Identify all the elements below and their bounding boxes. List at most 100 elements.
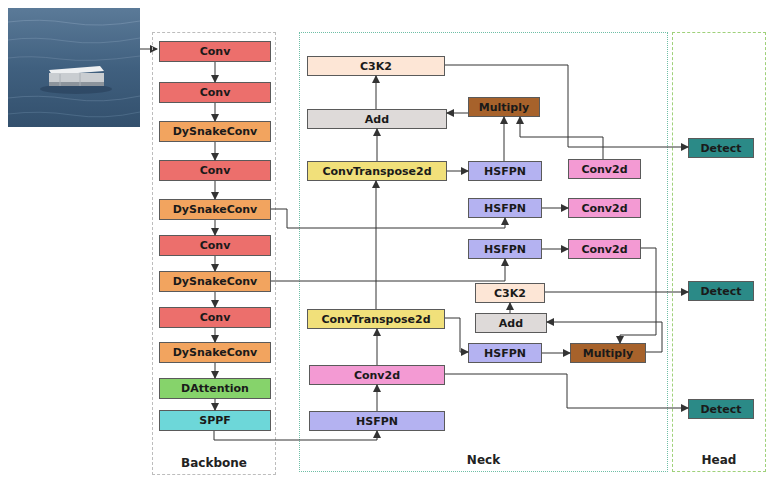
- block-label: ConvTranspose2d: [321, 314, 430, 325]
- connector-arrow: [377, 385, 378, 411]
- block-label: DAttention: [181, 383, 249, 394]
- connector-arrow: [504, 117, 505, 161]
- block-label: Multiply: [479, 102, 529, 113]
- block-label: Conv2d: [354, 370, 400, 381]
- block-label: Multiply: [583, 348, 633, 359]
- connector-arrow: [447, 113, 468, 114]
- stage-label: Backbone: [153, 456, 275, 470]
- convtranspose-block: ConvTranspose2d: [307, 161, 447, 181]
- c3k2-block: C3K2: [475, 283, 545, 303]
- hsfpn-block: HSFPN: [468, 161, 542, 181]
- block-label: DySnakeConv: [173, 204, 258, 215]
- block-label: Conv: [200, 312, 231, 323]
- conv-block: Conv: [159, 82, 271, 103]
- detect-block: Detect: [688, 138, 754, 158]
- multiply-block: Multiply: [468, 97, 540, 117]
- connector-arrow: [542, 208, 568, 209]
- block-label: HSFPN: [484, 244, 526, 255]
- block-label: DySnakeConv: [173, 276, 258, 287]
- block-label: SPPF: [199, 415, 231, 426]
- block-label: ConvTranspose2d: [322, 166, 431, 177]
- dysnakeconv-block: DySnakeConv: [159, 199, 271, 220]
- dysnakeconv-block: DySnakeConv: [159, 271, 271, 292]
- block-label: Conv2d: [581, 244, 627, 255]
- connector-arrow: [547, 322, 662, 352]
- connector-arrow: [520, 117, 603, 159]
- connector-arrow: [214, 431, 377, 440]
- block-label: Conv: [200, 46, 231, 57]
- hsfpn-block: HSFPN: [468, 198, 542, 218]
- conv2d-block: Conv2d: [568, 198, 641, 218]
- connector-arrow: [215, 292, 216, 307]
- block-label: Conv2d: [581, 203, 627, 214]
- connector-arrow: [445, 374, 688, 408]
- connector-arrow: [215, 256, 216, 271]
- block-label: Detect: [700, 143, 741, 154]
- connector-arrow: [215, 220, 216, 235]
- convtranspose-block: ConvTranspose2d: [307, 309, 445, 329]
- sppf-block: SPPF: [159, 410, 271, 431]
- connector-arrow: [620, 248, 656, 343]
- connector-arrow: [377, 329, 378, 365]
- connector-arrow: [376, 76, 377, 109]
- stage-band: BackboneConvConvDySnakeConvConvDySnakeCo…: [152, 32, 276, 475]
- block-label: Add: [499, 318, 523, 329]
- connector-arrow: [376, 181, 377, 309]
- input-arrow: [140, 49, 157, 50]
- hsfpn-block: HSFPN: [468, 343, 542, 363]
- connector-arrow: [447, 171, 468, 172]
- block-label: HSFPN: [484, 348, 526, 359]
- connector-arrow: [445, 65, 688, 147]
- block-label: Add: [365, 114, 389, 125]
- stage-label: Head: [673, 453, 765, 467]
- connector-arrow: [271, 259, 505, 281]
- block-label: Conv: [200, 87, 231, 98]
- detect-block: Detect: [688, 281, 754, 301]
- stage-label: Neck: [300, 453, 667, 467]
- detect-block: Detect: [688, 399, 754, 419]
- connector-arrow: [215, 62, 216, 82]
- block-label: C3K2: [494, 288, 526, 299]
- hsfpn-block: HSFPN: [468, 239, 542, 259]
- c3k2-block: C3K2: [307, 56, 445, 76]
- block-label: HSFPN: [356, 416, 398, 427]
- connector-arrow: [445, 318, 468, 352]
- connector-arrow: [510, 303, 511, 313]
- block-label: Conv2d: [581, 164, 627, 175]
- conv-block: Conv: [159, 235, 271, 256]
- connector-arrow: [215, 181, 216, 199]
- connector-arrow: [215, 142, 216, 160]
- sea-photo: [8, 8, 140, 127]
- connector-arrow: [542, 353, 570, 354]
- hsfpn-block: HSFPN: [309, 411, 445, 431]
- block-label: Conv: [200, 165, 231, 176]
- block-label: Detect: [700, 404, 741, 415]
- block-label: HSFPN: [484, 203, 526, 214]
- conv-block: Conv: [159, 41, 271, 62]
- attention-block: DAttention: [159, 378, 271, 399]
- block-label: DySnakeConv: [173, 347, 258, 358]
- connector-arrow: [215, 363, 216, 378]
- connector-arrow: [215, 328, 216, 342]
- conv2d-block: Conv2d: [568, 239, 641, 259]
- connector-arrow: [545, 292, 688, 293]
- conv-block: Conv: [159, 307, 271, 328]
- conv-block: Conv: [159, 160, 271, 181]
- connector-arrow: [215, 103, 216, 121]
- dysnakeconv-block: DySnakeConv: [159, 342, 271, 363]
- add-block: Add: [307, 109, 447, 129]
- multiply-block: Multiply: [570, 343, 646, 363]
- connector-arrow: [271, 209, 505, 228]
- block-label: Conv: [200, 240, 231, 251]
- add-block: Add: [475, 313, 547, 333]
- conv2d-block: Conv2d: [309, 365, 445, 385]
- connector-arrow: [542, 249, 568, 250]
- block-label: C3K2: [360, 61, 392, 72]
- stage-band: NeckC3K2MultiplyAddConvTranspose2dHSFPNC…: [299, 32, 668, 472]
- block-label: HSFPN: [484, 166, 526, 177]
- connector-arrow: [215, 399, 216, 410]
- conv2d-block: Conv2d: [568, 159, 641, 179]
- block-label: Detect: [700, 286, 741, 297]
- dysnakeconv-block: DySnakeConv: [159, 121, 271, 142]
